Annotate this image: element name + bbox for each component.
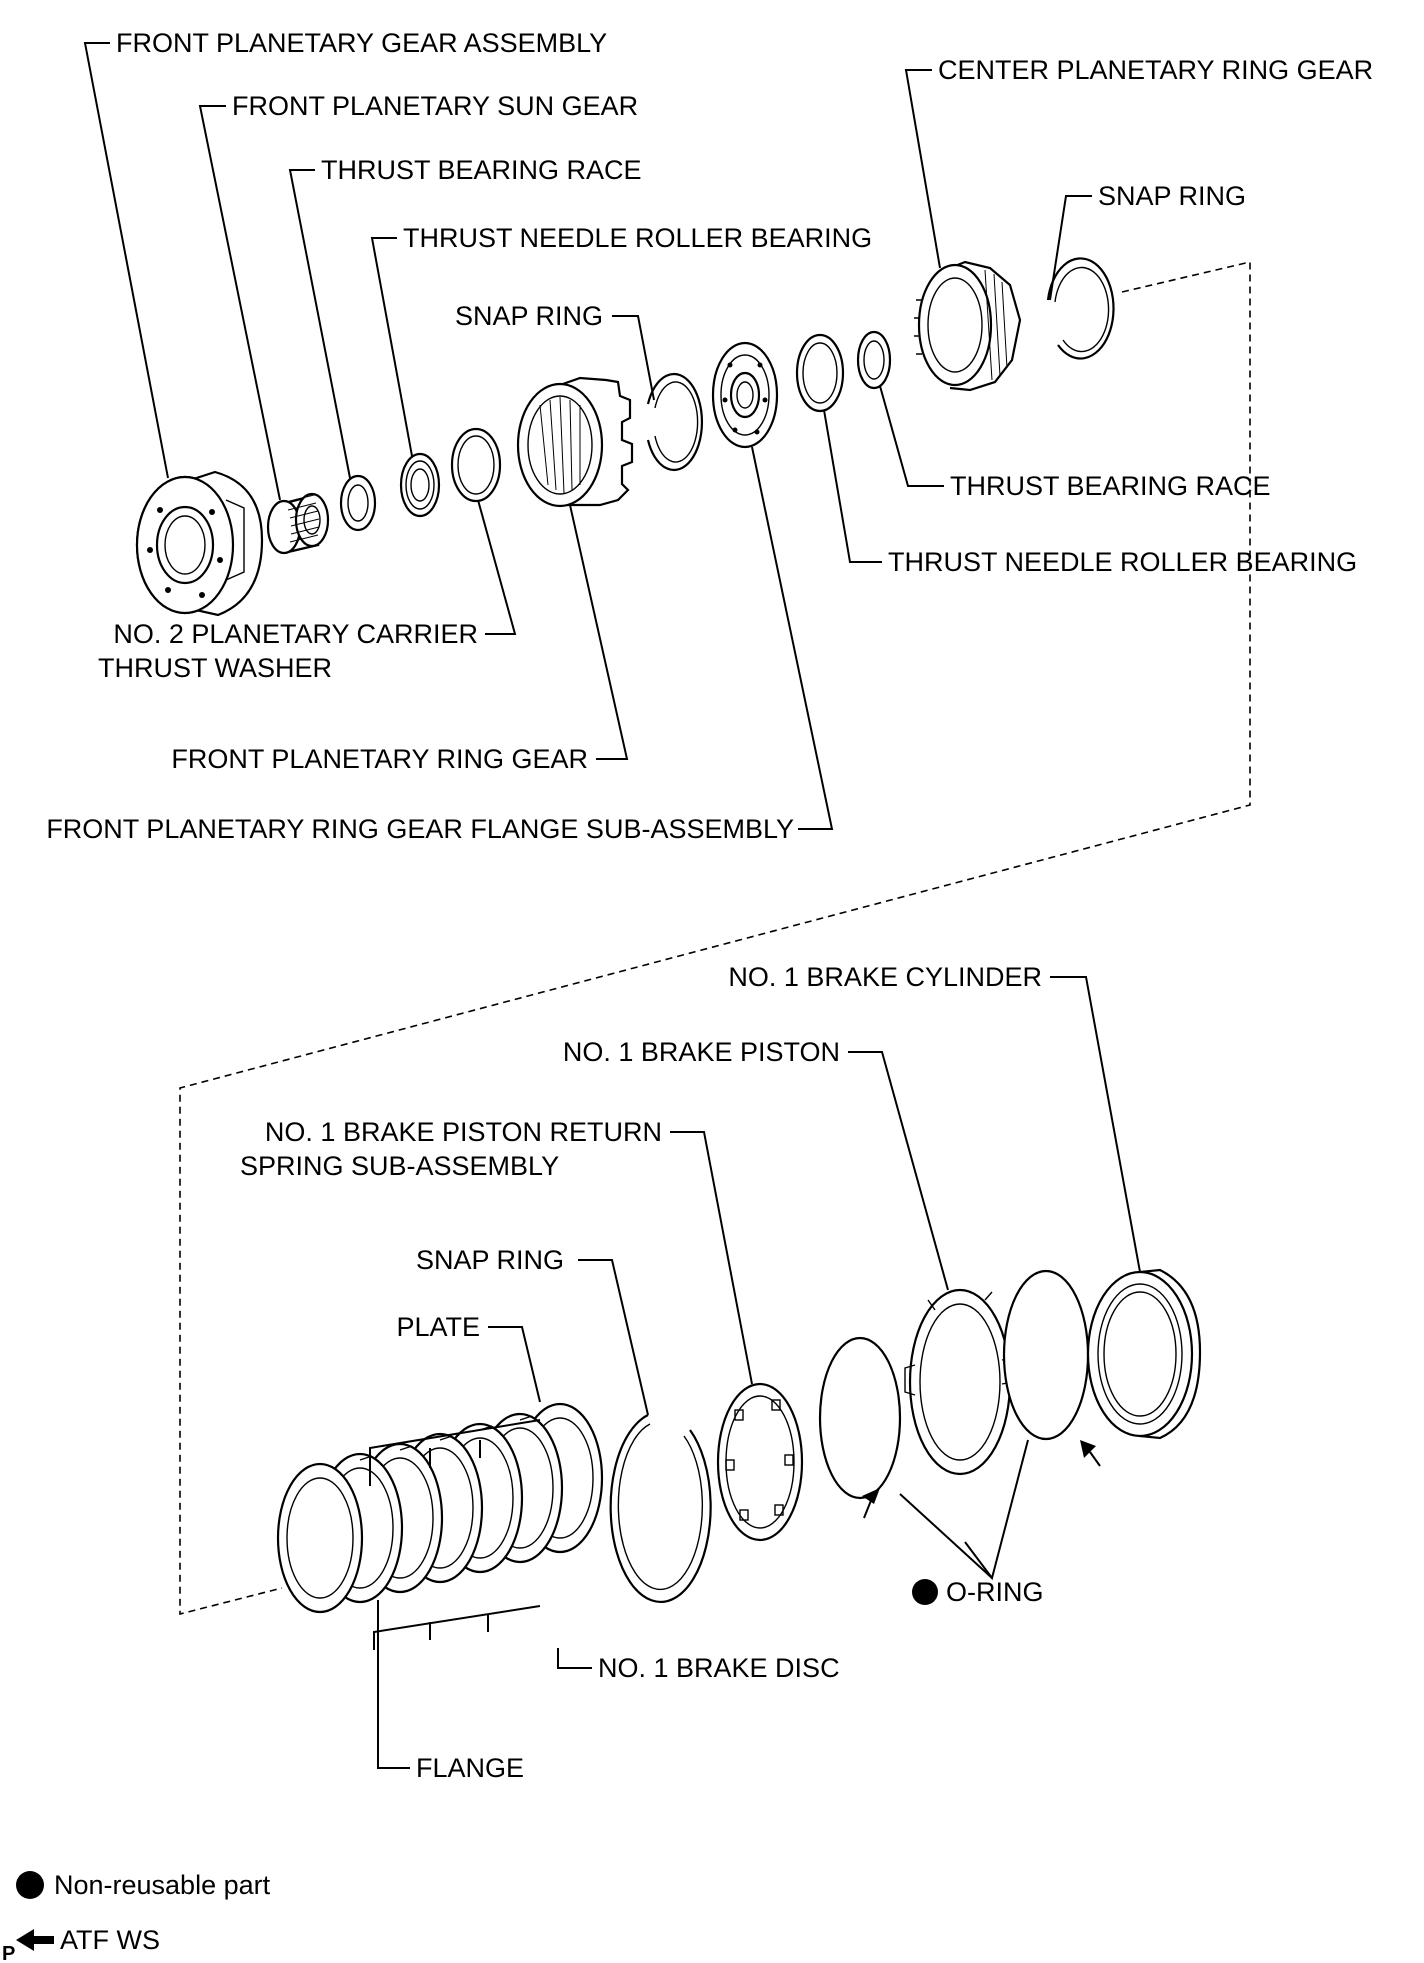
label-flange: FLANGE [416, 1753, 524, 1783]
atf-arrow-2-icon [1080, 1440, 1101, 1467]
front-planetary-sun-gear-part [266, 492, 330, 555]
thrust-needle-roller-bearing-2-part [795, 333, 845, 413]
label-thrust-bearing-race-1: THRUST BEARING RACE [321, 155, 642, 185]
o-ring-2-part [1002, 1269, 1090, 1441]
label-snap-ring-1: SNAP RING [455, 301, 603, 331]
legend: Non-reusable part ATF WS P [2, 1870, 271, 1963]
filled-circle-icon [16, 1871, 44, 1899]
front-planetary-gear-assembly-part [135, 470, 264, 617]
thrust-bearing-race-2-part [856, 330, 892, 390]
label-front-planetary-ring-gear-flange: FRONT PLANETARY RING GEAR FLANGE SUB-ASS… [46, 814, 794, 844]
lower-labels: NO. 1 BRAKE CYLINDER NO. 1 BRAKE PISTON … [240, 962, 1044, 1783]
snap-ring-1-part [646, 372, 704, 472]
label-no1-brake-piston: NO. 1 BRAKE PISTON [563, 1037, 840, 1067]
lower-leader-lines [369, 976, 1141, 1769]
label-snap-ring-2: SNAP RING [1098, 181, 1246, 211]
label-snap-ring-3: SNAP RING [416, 1245, 564, 1275]
label-plate: PLATE [396, 1312, 480, 1342]
front-planetary-ring-gear-flange-part [711, 341, 779, 449]
label-no2-planetary-carrier-thrust-washer-1: NO. 2 PLANETARY CARRIER [113, 619, 478, 649]
no2-planetary-carrier-thrust-washer-part [450, 427, 502, 503]
upper-labels: FRONT PLANETARY GEAR ASSEMBLY FRONT PLAN… [46, 28, 1373, 844]
corner-mark: P [2, 1943, 15, 1963]
o-ring-non-reusable-marker-icon [912, 1579, 938, 1605]
label-front-planetary-ring-gear: FRONT PLANETARY RING GEAR [171, 744, 588, 774]
no1-brake-piston-part [904, 1288, 1013, 1476]
front-planetary-ring-gear-part [516, 376, 634, 508]
dashed-connector-frame [179, 260, 1251, 1616]
legend-atf-label: ATF WS [60, 1925, 160, 1955]
label-o-ring: O-RING [946, 1577, 1044, 1607]
label-no1-brake-disc: NO. 1 BRAKE DISC [598, 1653, 840, 1683]
label-front-planetary-sun-gear: FRONT PLANETARY SUN GEAR [232, 91, 638, 121]
atf-arrow-1-icon [862, 1488, 880, 1519]
label-center-planetary-ring-gear: CENTER PLANETARY RING GEAR [938, 55, 1373, 85]
snap-ring-3-part [609, 1414, 712, 1603]
arrow-left-icon [16, 1929, 54, 1951]
thrust-needle-roller-bearing-1-part [399, 452, 441, 518]
label-no1-brake-piston-return-spring-2: SPRING SUB-ASSEMBLY [240, 1151, 559, 1181]
no1-brake-cylinder-part [1086, 1268, 1202, 1440]
thrust-bearing-race-1-part [339, 474, 377, 532]
center-planetary-ring-gear-part [914, 260, 1022, 392]
legend-non-reusable-label: Non-reusable part [54, 1870, 271, 1900]
label-no1-brake-piston-return-spring-1: NO. 1 BRAKE PISTON RETURN [265, 1117, 662, 1147]
upper-leader-lines [83, 42, 1092, 830]
label-no1-brake-cylinder: NO. 1 BRAKE CYLINDER [728, 962, 1042, 992]
label-thrust-needle-roller-bearing-1: THRUST NEEDLE ROLLER BEARING [403, 223, 872, 253]
brake-pack-part [276, 1402, 604, 1614]
snap-ring-2-part [1046, 257, 1115, 360]
label-thrust-bearing-race-2: THRUST BEARING RACE [950, 471, 1271, 501]
o-ring-1-part [818, 1336, 902, 1500]
label-thrust-needle-roller-bearing-2: THRUST NEEDLE ROLLER BEARING [888, 547, 1357, 577]
label-front-planetary-gear-assembly: FRONT PLANETARY GEAR ASSEMBLY [116, 28, 607, 58]
no1-brake-piston-return-spring-part [716, 1382, 804, 1542]
label-no2-planetary-carrier-thrust-washer-2: THRUST WASHER [98, 653, 332, 683]
